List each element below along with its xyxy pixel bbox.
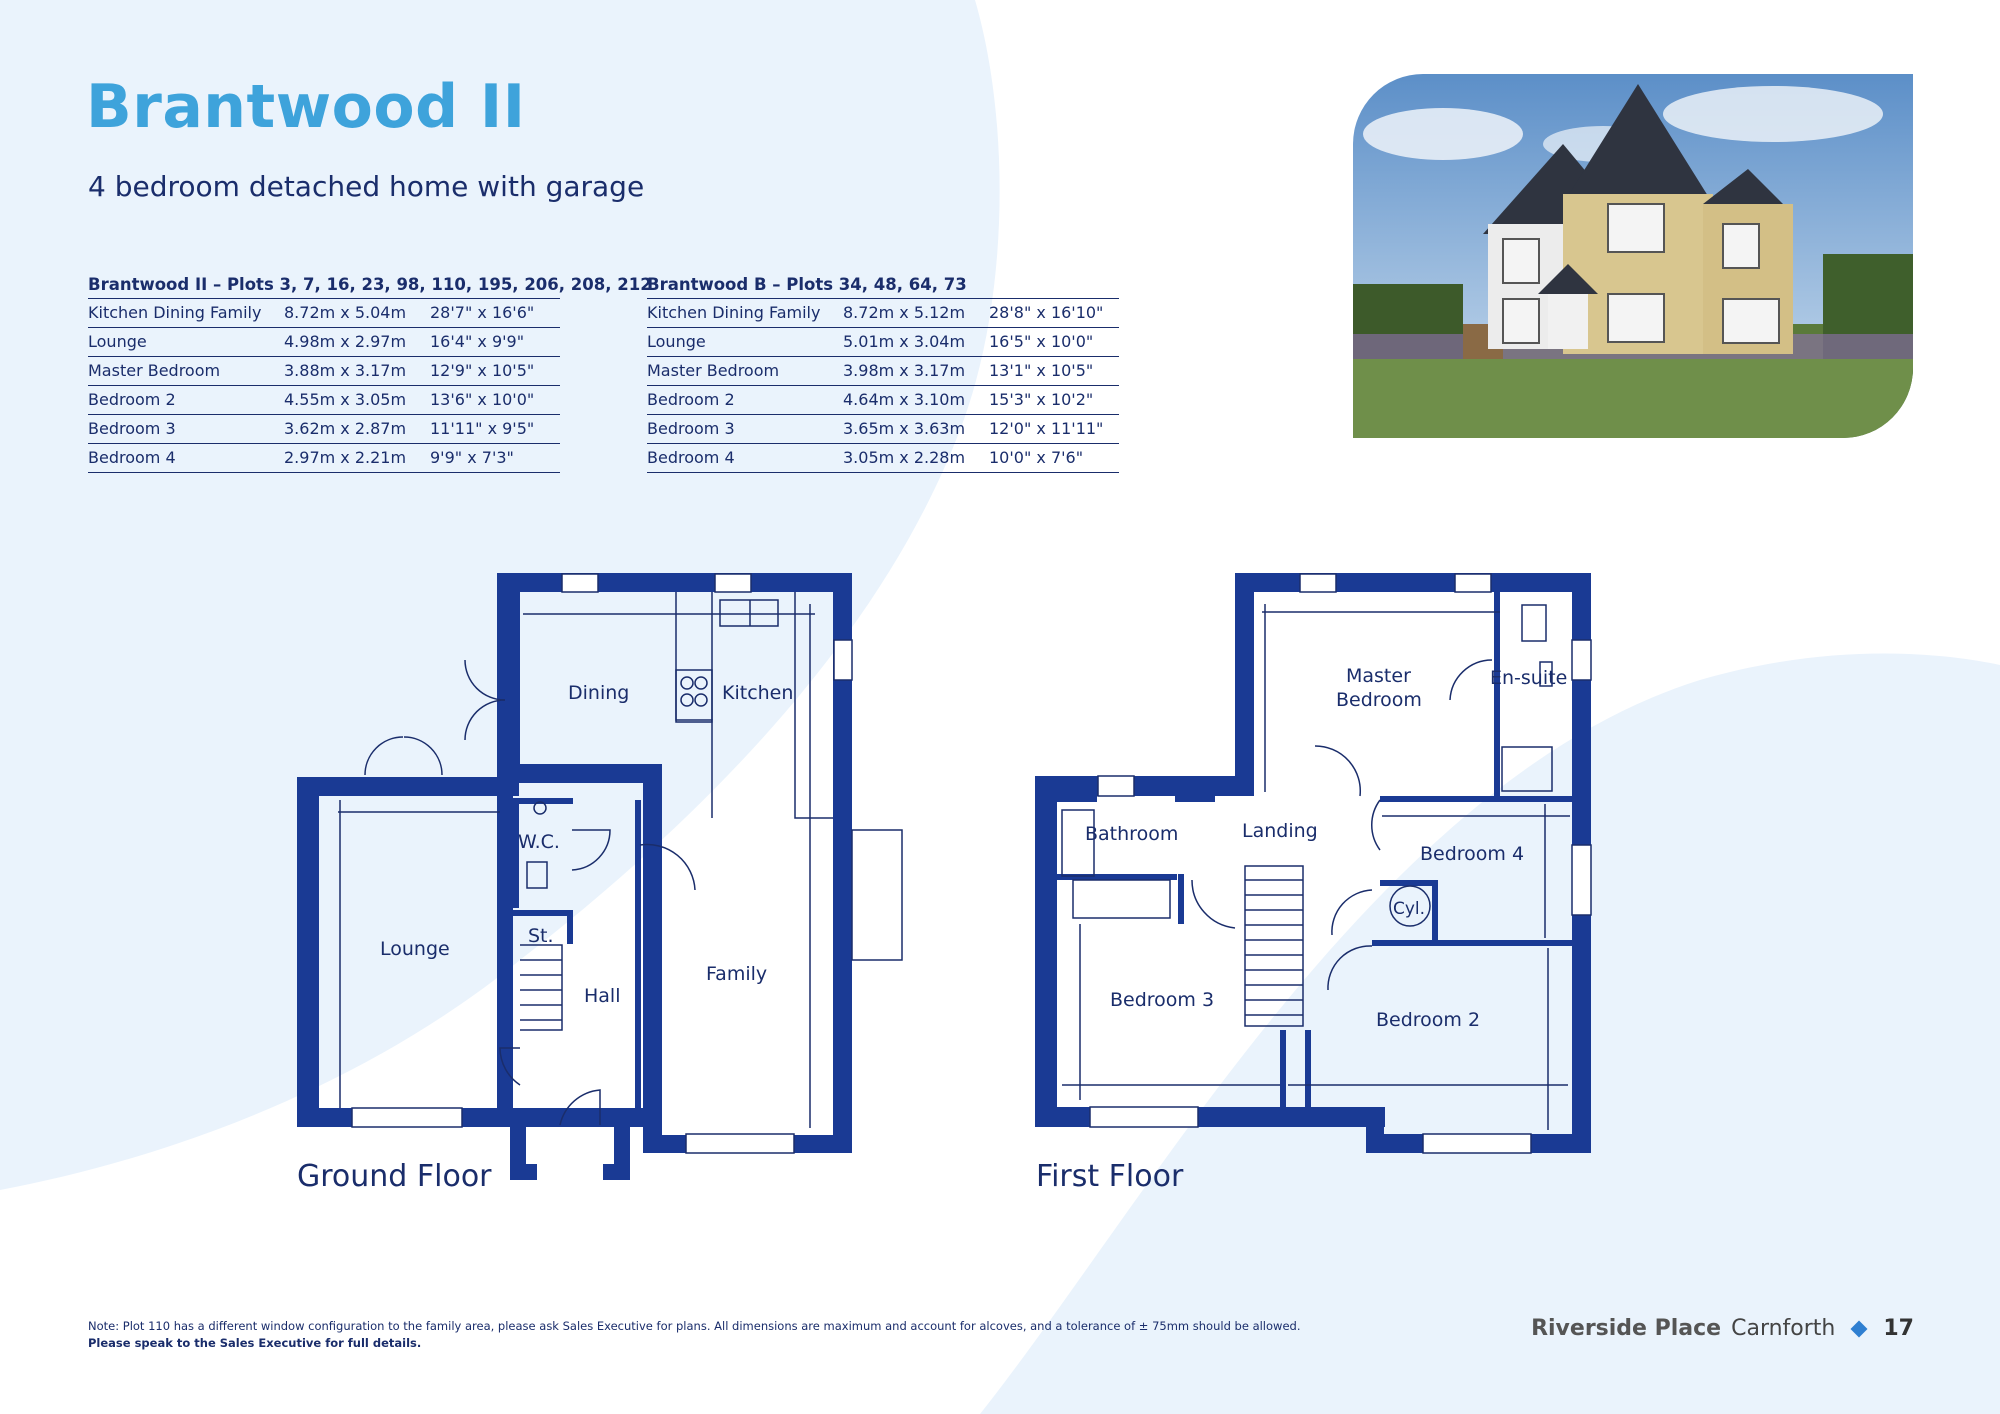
- diamond-icon: [1850, 1320, 1868, 1337]
- room-label-ensuite: En-suite: [1490, 667, 1567, 689]
- room-label-bathroom: Bathroom: [1085, 823, 1178, 845]
- ground-floor-fixtures: [338, 573, 903, 1154]
- room-label-bedroom-4: Bedroom 4: [1420, 843, 1524, 865]
- room-label-landing: Landing: [1242, 820, 1318, 842]
- ground-floor-label: Ground Floor: [297, 1159, 492, 1194]
- page-title: Brantwood II: [86, 72, 526, 142]
- footnote-line-1: Note: Plot 110 has a different window co…: [88, 1319, 1301, 1333]
- room-label-lounge: Lounge: [380, 938, 450, 960]
- room-label-hall: Hall: [584, 985, 621, 1007]
- room-label-bedroom-3: Bedroom 3: [1110, 989, 1214, 1011]
- development-name: Riverside Place: [1531, 1316, 1722, 1341]
- page-subtitle: 4 bedroom detached home with garage: [88, 170, 645, 203]
- page-footer: Riverside Place Carnforth 17: [1531, 1316, 1914, 1341]
- dimensions-table-brantwood-b: Brantwood B – Plots 34, 48, 64, 73 Kitch…: [647, 272, 1119, 473]
- room-label-master-1: Master: [1346, 665, 1411, 687]
- house-photo: [1353, 74, 1913, 438]
- room-label-bedroom-2: Bedroom 2: [1376, 1009, 1480, 1031]
- room-label-wc: W.C.: [518, 831, 560, 853]
- town-name: Carnforth: [1731, 1316, 1836, 1341]
- table-header: Brantwood II – Plots 3, 7, 16, 23, 98, 1…: [88, 272, 652, 299]
- first-floor-fixtures: [1061, 573, 1592, 1154]
- room-label-store: St.: [528, 925, 554, 947]
- footnote: Note: Plot 110 has a different window co…: [88, 1318, 1300, 1352]
- room-label-cylinder: Cyl.: [1393, 899, 1425, 919]
- page-number: 17: [1883, 1316, 1914, 1341]
- room-label-family: Family: [706, 963, 767, 985]
- dimensions-table-brantwood-ii: Brantwood II – Plots 3, 7, 16, 23, 98, 1…: [88, 272, 652, 473]
- footnote-line-2: Please speak to the Sales Executive for …: [88, 1336, 422, 1350]
- room-label-master-2: Bedroom: [1336, 689, 1422, 711]
- table-header: Brantwood B – Plots 34, 48, 64, 73: [647, 272, 1119, 299]
- ground-floor-walls: [297, 573, 852, 1180]
- first-floor-label: First Floor: [1036, 1159, 1184, 1194]
- room-label-dining: Dining: [568, 682, 629, 704]
- room-label-kitchen: Kitchen: [722, 682, 793, 704]
